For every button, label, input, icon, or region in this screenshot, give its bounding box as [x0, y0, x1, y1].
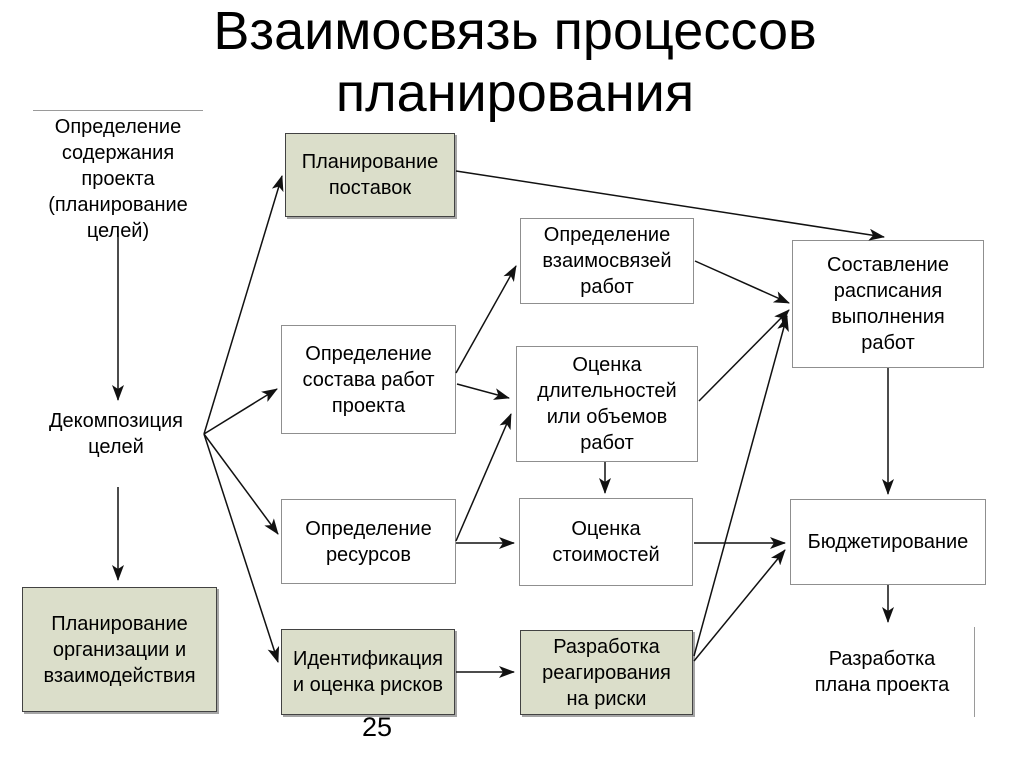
slide-title: Взаимосвязь процессов планирования — [213, 1, 817, 123]
node-work-breakdown: Определение состава работ проекта — [281, 325, 456, 434]
node-cost-estimation: Оценка стоимостей — [519, 498, 693, 586]
node-goal-decomposition: Декомпозиция целей — [48, 410, 184, 458]
node-budgeting: Бюджетирование — [790, 499, 986, 585]
arrow-decomposition-to-resources — [203, 433, 279, 535]
node-schedule-development: Составление расписания выполнения работ — [792, 240, 984, 368]
node-risk-response: Разработка реагирования на риски — [520, 630, 693, 715]
node-resource-definition: Определение ресурсов — [281, 499, 456, 584]
arrow-duration-to-schedule — [698, 309, 790, 402]
arrow-breakdown-to-relationships — [455, 265, 517, 374]
arrow-decomposition-to-supply-planning — [203, 175, 284, 435]
node-supply-planning: Планирование поставок — [285, 133, 455, 217]
arrow-risk-response-to-budgeting — [693, 549, 786, 662]
node-org-planning: Планирование организации и взаимодействи… — [22, 587, 217, 712]
node-duration-estimation: Оценка длительностей или объемов работ — [516, 346, 698, 462]
node-work-relationships: Определение взаимосвязей работ — [520, 218, 694, 304]
arrow-breakdown-to-duration — [456, 383, 510, 400]
node-project-plan: Разработка плана проекта — [790, 627, 975, 717]
arrow-relationships-to-schedule — [694, 260, 790, 304]
node-risk-identification: Идентификация и оценка рисков — [281, 629, 455, 715]
page-number: 25 — [361, 712, 393, 742]
arrow-risk-response-to-schedule — [693, 315, 789, 657]
arrow-decomposition-to-work-breakdown — [203, 388, 278, 435]
node-scope-definition: Определение содержания проекта (планиров… — [33, 110, 203, 246]
arrow-resources-to-duration — [455, 413, 512, 542]
